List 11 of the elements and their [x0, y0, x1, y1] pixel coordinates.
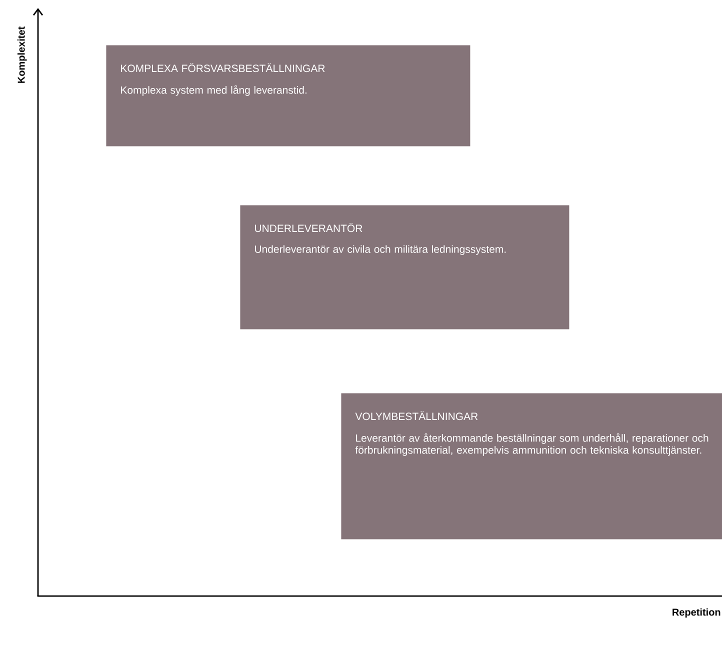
box-heading: KOMPLEXA FÖRSVARSBESTÄLLNINGAR — [121, 63, 325, 72]
category-box — [106, 45, 470, 146]
category-box — [341, 393, 722, 540]
box-text: Underleverantör av civila och militära ledningssystem. — [255, 245, 506, 255]
axis-label: Repetition — [672, 608, 720, 618]
box-text: Leverantör av återkommande beställningar som underhåll, reparationer och förbrukningsmaterial, exempelvis ammunition och tekniska konsulttjänster. — [355, 433, 708, 456]
box-heading: UNDERLEVERANTÖR — [255, 223, 362, 232]
box-heading: VOLYMBESTÄLLNINGAR — [355, 411, 478, 420]
axis-label: Komplexitet — [17, 26, 27, 83]
box-text: Komplexa system med lång leveranstid. — [121, 85, 306, 96]
category-box — [240, 205, 570, 330]
